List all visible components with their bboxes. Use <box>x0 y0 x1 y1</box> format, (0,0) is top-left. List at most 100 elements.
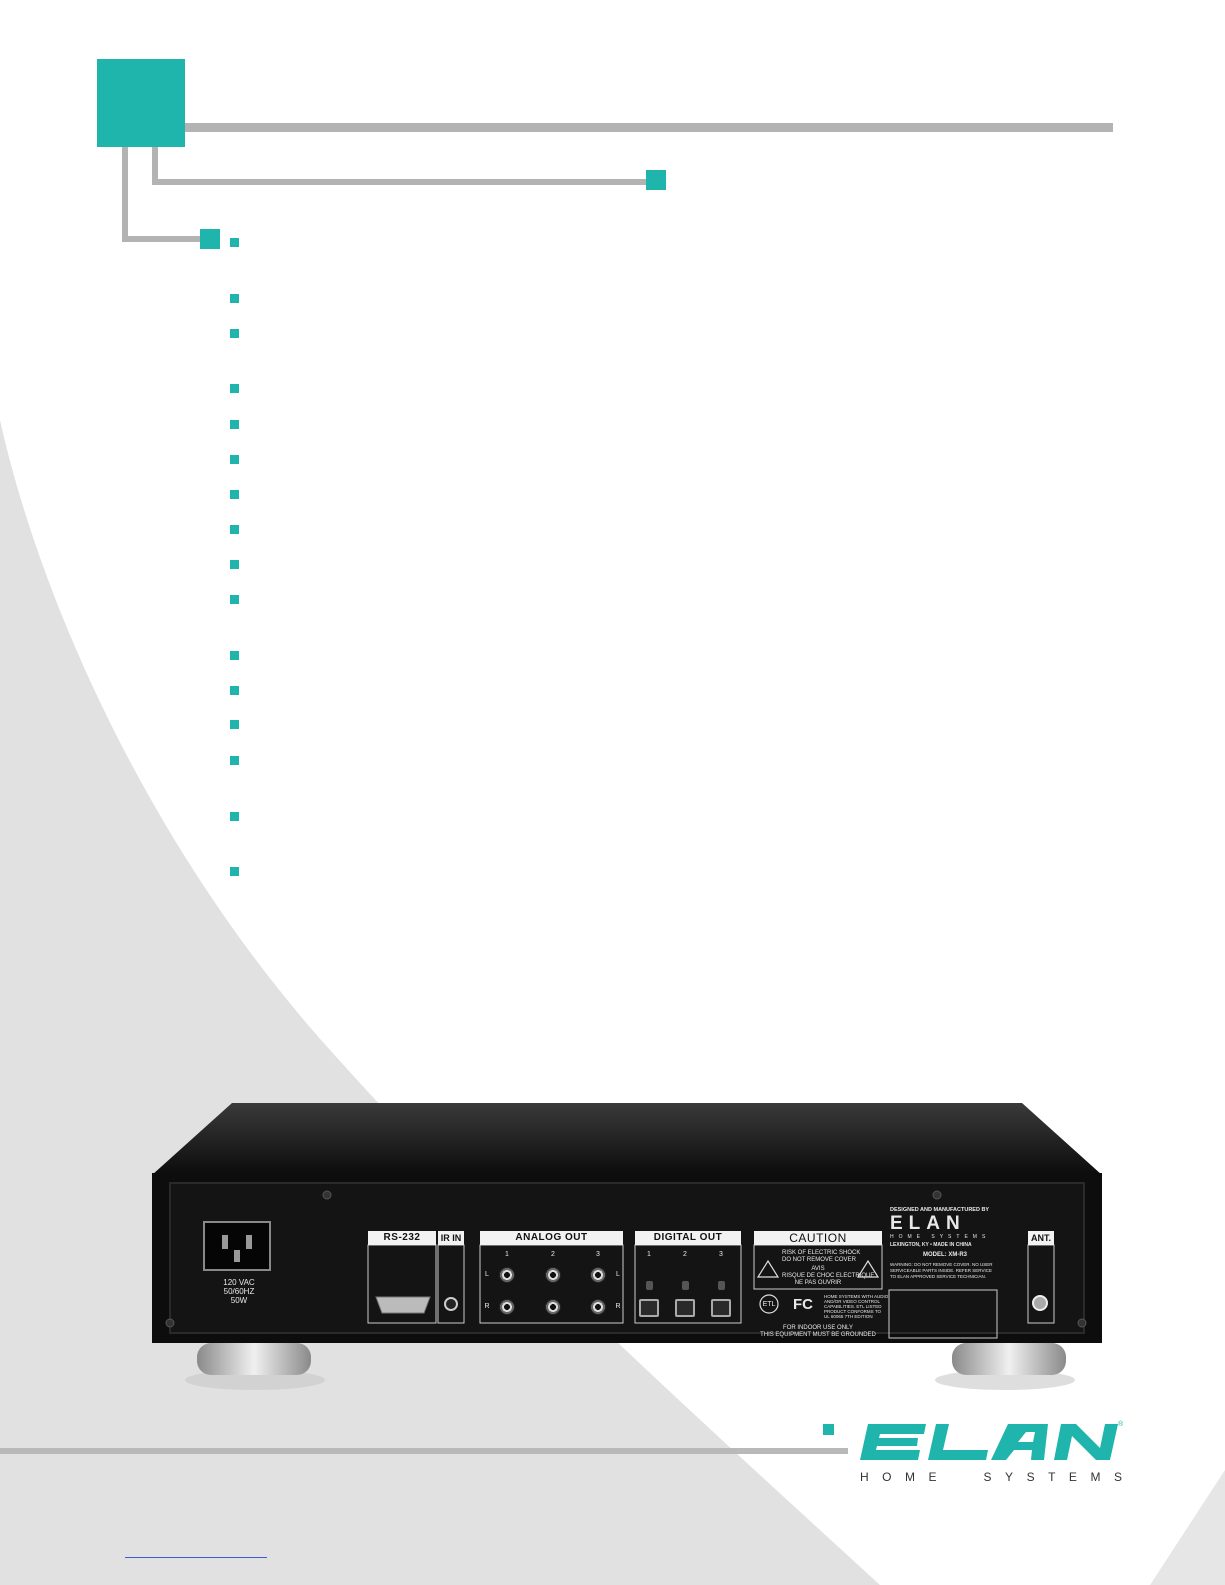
caution-text-line: AVIS <box>811 1266 825 1272</box>
optical-port-2 <box>675 1299 695 1317</box>
antenna-connector <box>1032 1295 1048 1311</box>
tagline-letter: S <box>1026 1470 1035 1484</box>
device-body-drawing <box>152 1103 1102 1390</box>
ir-jack <box>444 1297 458 1311</box>
swoosh-shape <box>0 420 880 1585</box>
db9-connector <box>375 1296 431 1314</box>
tagline-letter: E <box>928 1470 937 1484</box>
bullet-marker <box>230 651 239 660</box>
cert-text-line: UL 60065 7TH EDITION <box>824 1314 873 1319</box>
antenna-label: ANT. <box>1028 1231 1054 1245</box>
tagline-letter: S <box>1113 1470 1122 1484</box>
caution-text-line: NE PAS OUVRIR <box>794 1280 842 1286</box>
analog-channel-number: 2 <box>551 1251 555 1258</box>
branch-end-marker-bottom <box>200 229 220 249</box>
branch-end-marker-top <box>646 170 666 190</box>
digital-out-label: DIGITAL OUT <box>635 1231 741 1245</box>
channel-left-label: L <box>485 1271 489 1278</box>
bullet-marker <box>230 420 239 429</box>
manufacturer-warning-line: WARNING: DO NOT REMOVE COVER. NO USER <box>890 1262 993 1267</box>
tagline-letter: Y <box>1005 1470 1014 1484</box>
optical-indicator <box>718 1281 725 1290</box>
power-pin <box>246 1235 252 1249</box>
tagline-letter: M <box>1090 1470 1101 1484</box>
svg-text:®: ® <box>1118 1420 1123 1428</box>
tagline-letter: T <box>1048 1470 1056 1484</box>
power-pin <box>222 1235 228 1249</box>
indoor-text-line: THIS EQUIPMENT MUST BE GROUNDED <box>760 1332 876 1338</box>
device-rear-panel: 120 VAC 50/60HZ 50W RS-232 IR IN ANALOG … <box>152 1095 1102 1395</box>
digital-channel-number: 1 <box>647 1251 651 1258</box>
optical-port-3 <box>711 1299 731 1317</box>
tagline-letter: E <box>1068 1470 1077 1484</box>
cert-text-line: HOME SYSTEMS WITH AUDIO <box>824 1294 889 1299</box>
optical-port-1 <box>639 1299 659 1317</box>
bullet-marker <box>230 490 239 499</box>
manufacturer-brand-sub: HOME SYSTEMS <box>890 1234 991 1240</box>
bullet-marker <box>230 867 239 876</box>
tagline-letter: O <box>882 1470 892 1484</box>
bullet-marker <box>230 686 239 695</box>
rca-jack-right-3 <box>590 1299 606 1315</box>
serial-label-box <box>888 1289 998 1339</box>
manufacturer-brand: ELAN <box>890 1213 966 1234</box>
device-foot-right <box>952 1343 1066 1375</box>
antenna-box <box>1027 1244 1055 1324</box>
elan-logo: ® <box>860 1420 1123 1460</box>
panel-screw <box>1077 1318 1087 1328</box>
panel-screw <box>322 1190 332 1200</box>
bullet-marker <box>230 720 239 729</box>
cert-text-line: PRODUCT CONFORMS TO <box>824 1309 882 1314</box>
rs232-label: RS-232 <box>368 1231 436 1245</box>
analog-out-label: ANALOG OUT <box>480 1231 623 1245</box>
header-rule <box>185 123 1113 132</box>
indoor-text-line: FOR INDOOR USE ONLY <box>783 1325 853 1331</box>
ir-in-box <box>437 1244 465 1324</box>
branch-vertical-outer <box>122 147 128 242</box>
power-rating-line: 50/60HZ <box>223 1287 255 1296</box>
bullet-marker <box>230 455 239 464</box>
digital-out-box <box>634 1244 742 1324</box>
branch-vertical-inner <box>152 147 158 185</box>
caution-text-line: RISQUE DE CHOC ELECTRIQUE <box>782 1273 875 1279</box>
caution-text-line: RISK OF ELECTRIC SHOCK <box>782 1250 861 1256</box>
warning-triangle-left <box>756 1259 780 1278</box>
bullet-marker <box>230 238 239 247</box>
branch-horizontal-inner <box>152 179 646 185</box>
caution-label: CAUTION <box>754 1231 882 1245</box>
rca-jack-right-1 <box>499 1299 515 1315</box>
rca-jack-left-3 <box>590 1267 606 1283</box>
bullet-marker <box>230 560 239 569</box>
bullet-marker <box>230 812 239 821</box>
power-inlet <box>203 1221 271 1271</box>
power-rating-line: 120 VAC <box>223 1278 255 1287</box>
device-top-cover <box>152 1103 1102 1175</box>
manufacturer-designed: DESIGNED AND MANUFACTURED BY <box>890 1207 990 1213</box>
channel-left-label: L <box>616 1271 620 1278</box>
tagline-letter: S <box>983 1470 992 1484</box>
tagline-letter: H <box>860 1470 869 1484</box>
fcc-mark-text: FC <box>793 1296 813 1313</box>
digital-channel-number: 2 <box>683 1251 687 1258</box>
footer-link-underline[interactable] <box>125 1557 267 1558</box>
footer-rule <box>0 1448 848 1454</box>
analog-channel-number: 1 <box>505 1251 509 1258</box>
device-inner-panel <box>169 1182 1085 1334</box>
tagline-letter: M <box>905 1470 916 1484</box>
bullet-marker <box>230 329 239 338</box>
etl-mark-text: ETL <box>762 1301 776 1308</box>
digital-channel-number: 3 <box>719 1251 723 1258</box>
etl-mark <box>759 1294 779 1314</box>
optical-indicator <box>682 1281 689 1290</box>
panel-screw <box>165 1318 175 1328</box>
brand-tagline: H O M E S Y S T E M S <box>860 1470 1122 1486</box>
optical-indicator <box>646 1281 653 1290</box>
warning-triangle-right <box>856 1259 880 1278</box>
manufacturer-model: MODEL: XM-R3 <box>923 1252 967 1258</box>
bullet-marker <box>230 595 239 604</box>
caution-box <box>753 1244 883 1290</box>
cert-text-line: CAPABILITIES. ETL LISTED <box>824 1304 882 1309</box>
power-pin <box>234 1250 240 1262</box>
swoosh-right-shape <box>1150 1470 1225 1585</box>
analog-out-box <box>479 1244 624 1324</box>
